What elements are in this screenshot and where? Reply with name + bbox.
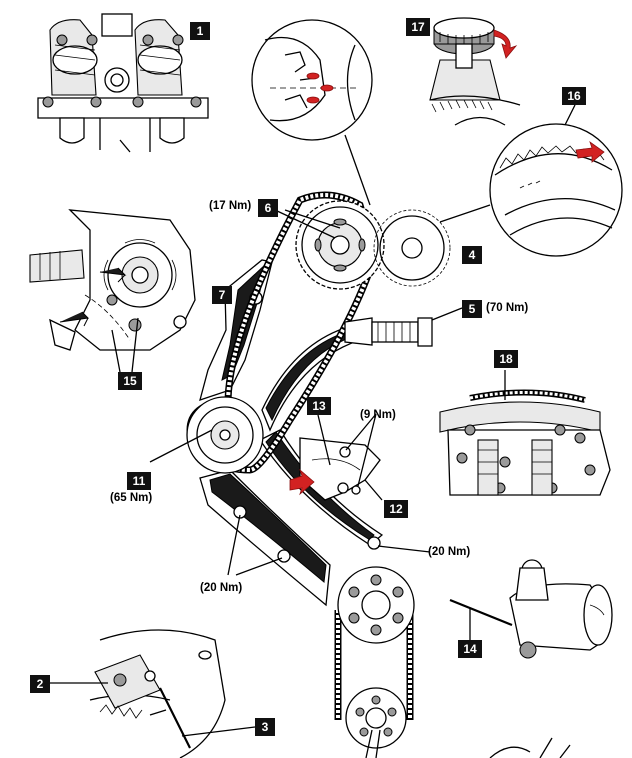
crank-sprocket [337,566,415,758]
cam-carrier-inset [439,370,611,496]
camshaft-caps-inset [37,13,209,153]
torque-tensioner-bolts: (9 Nm) [360,409,396,421]
callout-17: 17 [406,18,430,36]
callout-15: 15 [118,372,142,390]
cam-sprocket [295,200,385,290]
callout-6: 6 [258,199,278,217]
callout-18: 18 [494,350,518,368]
tensioner-bracket [289,413,383,501]
holding-tool-inset [429,17,521,126]
callout-16: 16 [562,87,586,105]
idler-sprocket [149,396,264,474]
corner-fragment [489,737,571,758]
callout-2: 2 [30,675,50,693]
callout-3: 3 [255,718,275,736]
torque-tensioner-plug: (70 Nm) [486,302,529,314]
torque-leaders [227,209,431,576]
locking-tool-inset [50,629,256,758]
torque-idler: (65 Nm) [110,492,153,504]
timing-mark-detail [251,19,373,206]
callout-4: 4 [462,246,482,264]
crank-sprocket-inset [29,209,196,373]
callout-1: 1 [190,22,210,40]
torque-guide-bolts: (20 Nm) [200,582,243,594]
callout-12: 12 [384,500,408,518]
callout-14: 14 [458,640,482,658]
callout-5: 5 [462,300,482,318]
reference-gear [373,209,451,287]
callout-13: 13 [307,397,331,415]
torque-cam-sprocket: (17 Nm) [209,200,252,212]
callout-11: 11 [127,472,151,490]
callout-7: 7 [212,286,232,304]
tensioner-tool-inset [449,559,613,659]
gear-mark-detail [439,104,623,257]
chain-tensioner [344,307,463,347]
torque-rail-pivot: (20 Nm) [428,546,471,558]
